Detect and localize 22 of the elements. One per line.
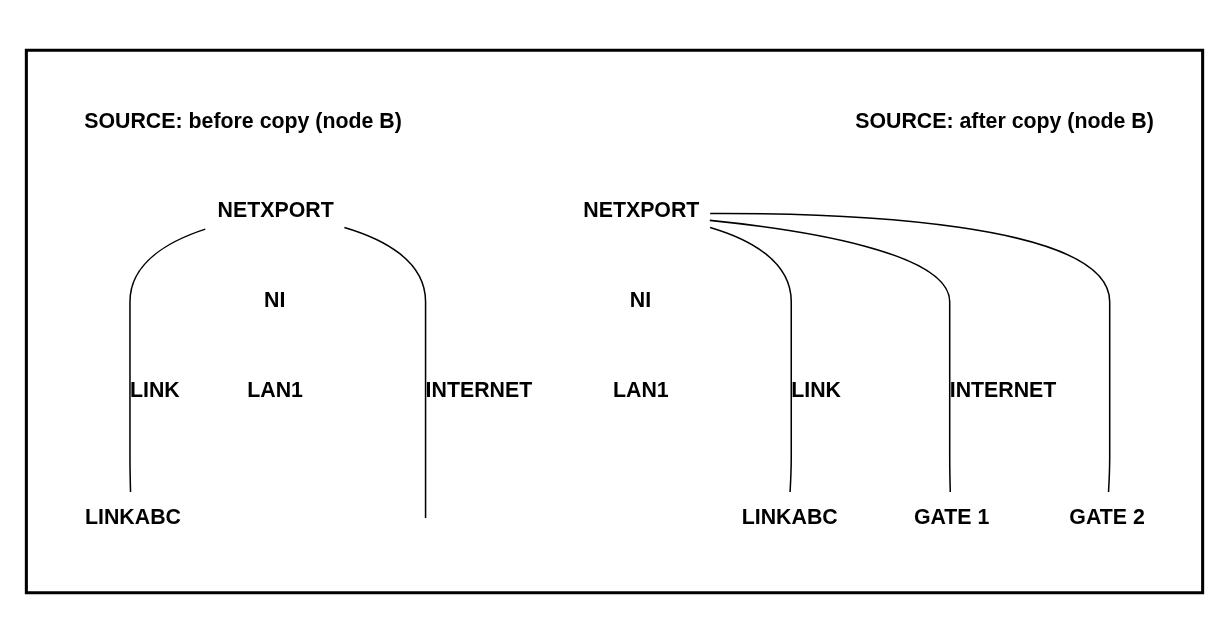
node-text: GATE 1 <box>913 504 990 529</box>
node-text: NETXPORT <box>583 198 700 223</box>
node-text: LINKABC <box>85 504 181 529</box>
edge-label: INTERNET <box>949 378 1057 403</box>
connector <box>709 226 792 493</box>
node-text: GATE 2 <box>1069 504 1145 529</box>
label: LAN1 <box>247 378 303 403</box>
label: SOURCE: before copy (node B) <box>84 108 402 133</box>
edge-label: LINK <box>129 378 180 403</box>
edge-label: INTERNET <box>425 378 533 403</box>
connector <box>343 226 427 519</box>
label: LAN1 <box>612 378 669 403</box>
connector <box>129 228 207 493</box>
node-text: NETXPORT <box>217 198 334 223</box>
connector <box>709 219 952 493</box>
label: SOURCE: after copy (node B) <box>855 108 1154 133</box>
label: NI <box>629 288 652 313</box>
connector <box>709 212 1111 493</box>
cluster <box>24 48 1205 595</box>
label: NI <box>264 288 286 313</box>
edge-label: LINK <box>791 378 842 403</box>
node-text: LINKABC <box>741 504 838 529</box>
